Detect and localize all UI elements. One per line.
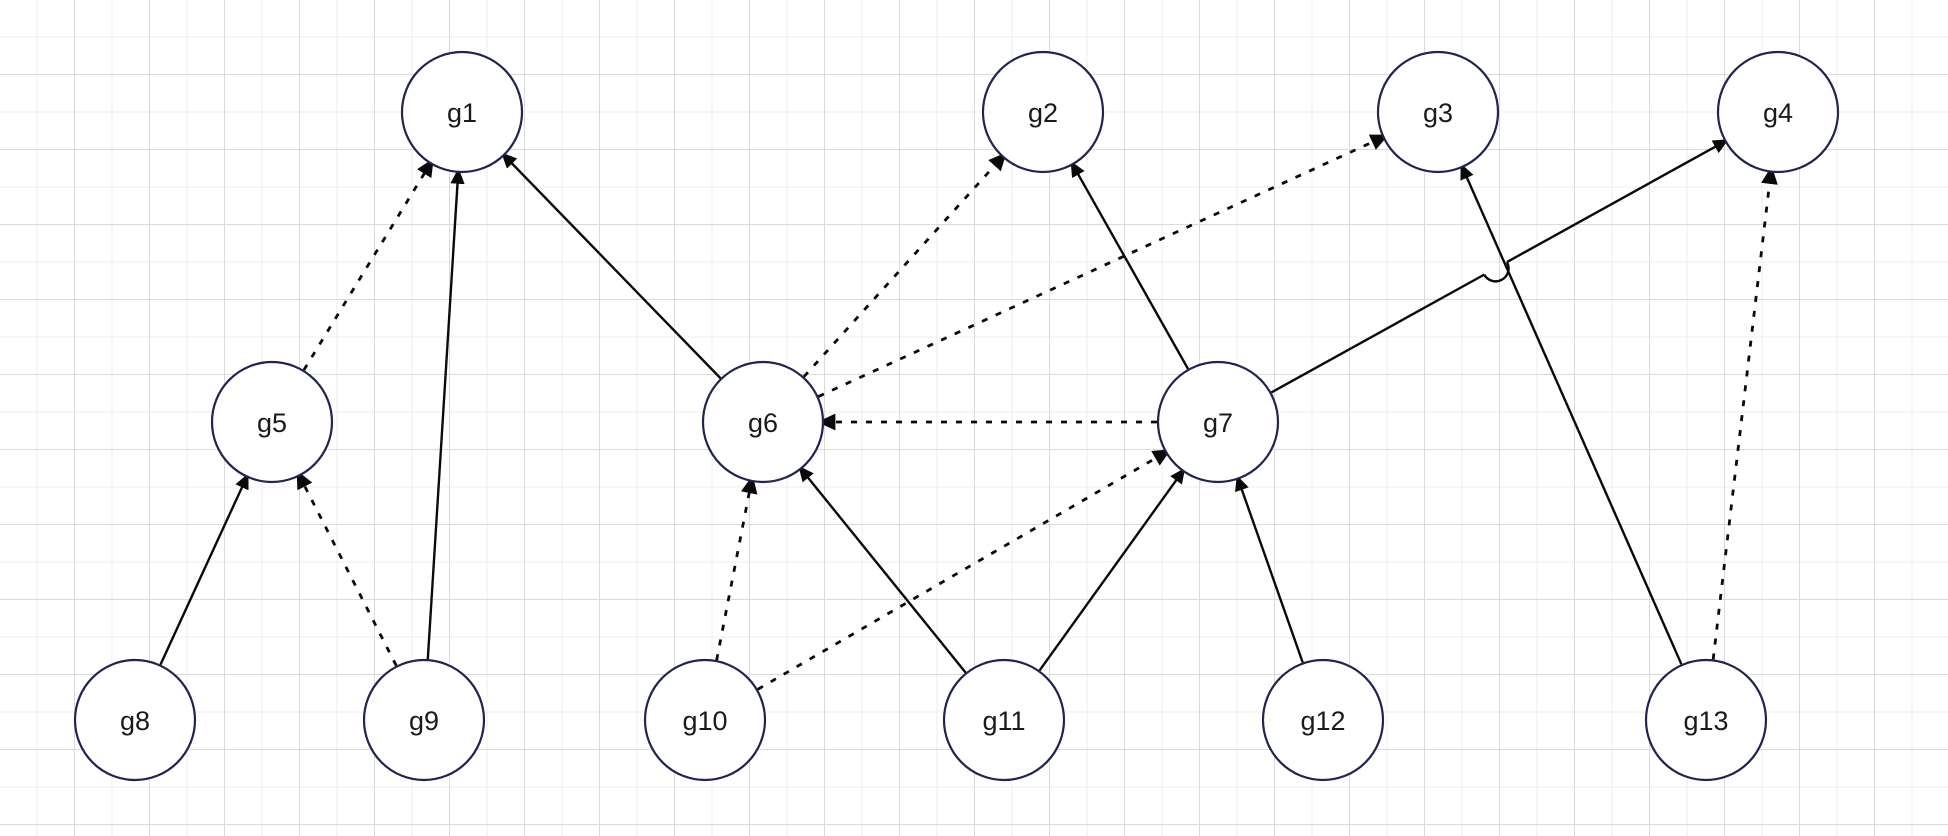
node-circle[interactable] bbox=[643, 658, 767, 782]
edge-g6-to-g3[interactable] bbox=[817, 134, 1389, 398]
edge-segment bbox=[1506, 139, 1729, 264]
node-g1[interactable]: g1 bbox=[400, 50, 524, 174]
node-circle[interactable] bbox=[1376, 50, 1500, 174]
edge-segment bbox=[802, 152, 1007, 378]
edge-segment bbox=[426, 168, 465, 660]
node-circle[interactable] bbox=[942, 658, 1066, 782]
edge-segment bbox=[1070, 161, 1190, 370]
node-g10[interactable]: g10 bbox=[643, 658, 767, 782]
edge-g10-to-g6[interactable] bbox=[715, 475, 758, 661]
node-circle[interactable] bbox=[1261, 658, 1385, 782]
edge-g7-to-g4[interactable] bbox=[1270, 139, 1729, 394]
edge-g11-to-g6[interactable] bbox=[798, 465, 967, 674]
node-circle[interactable] bbox=[362, 658, 486, 782]
node-g3[interactable]: g3 bbox=[1376, 50, 1500, 174]
edge-segment bbox=[1460, 163, 1683, 665]
edge-segment bbox=[302, 158, 434, 371]
node-g9[interactable]: g9 bbox=[362, 658, 486, 782]
edge-g5-to-g1[interactable] bbox=[302, 158, 434, 371]
edge-segment bbox=[1235, 475, 1304, 663]
node-circle[interactable] bbox=[1716, 50, 1840, 174]
node-circle[interactable] bbox=[400, 50, 524, 174]
edge-segment bbox=[798, 465, 967, 674]
node-g5[interactable]: g5 bbox=[210, 360, 334, 484]
edge-segment bbox=[501, 152, 722, 380]
node-circle[interactable] bbox=[73, 658, 197, 782]
edges-layer bbox=[159, 134, 1778, 691]
node-circle[interactable] bbox=[1644, 658, 1768, 782]
edge-segment bbox=[715, 475, 758, 661]
edge-g6-to-g2[interactable] bbox=[802, 152, 1007, 378]
edge-g13-to-g4[interactable] bbox=[1711, 165, 1778, 660]
edge-g11-to-g7[interactable] bbox=[1038, 467, 1186, 672]
nodes-layer: g1 g2 g3 g4 g5 g6 g7 g8 g9 g10 g11 g12 g13 bbox=[73, 50, 1840, 782]
edge-g8-to-g5[interactable] bbox=[159, 473, 249, 666]
edge-g10-to-g7[interactable] bbox=[757, 449, 1172, 691]
edge-g12-to-g7[interactable] bbox=[1235, 475, 1304, 663]
node-g6[interactable]: g6 bbox=[701, 360, 825, 484]
edge-segment bbox=[1270, 273, 1485, 394]
edge-g6-to-g1[interactable] bbox=[501, 152, 722, 380]
node-g12[interactable]: g12 bbox=[1261, 658, 1385, 782]
node-g4[interactable]: g4 bbox=[1716, 50, 1840, 174]
node-g11[interactable]: g11 bbox=[942, 658, 1066, 782]
edge-g13-to-g3[interactable] bbox=[1460, 163, 1683, 665]
node-g7[interactable]: g7 bbox=[1156, 360, 1280, 484]
edge-segment bbox=[1038, 467, 1186, 672]
edge-line-jump bbox=[1483, 261, 1510, 283]
node-g8[interactable]: g8 bbox=[73, 658, 197, 782]
node-circle[interactable] bbox=[701, 360, 825, 484]
node-g2[interactable]: g2 bbox=[981, 50, 1105, 174]
edge-segment bbox=[159, 473, 249, 666]
edge-segment bbox=[1711, 165, 1778, 660]
node-circle[interactable] bbox=[1156, 360, 1280, 484]
edge-segment bbox=[757, 449, 1172, 691]
edge-g7-to-g2[interactable] bbox=[1070, 161, 1190, 370]
node-circle[interactable] bbox=[981, 50, 1105, 174]
node-g13[interactable]: g13 bbox=[1644, 658, 1768, 782]
edge-segment bbox=[817, 134, 1389, 398]
node-circle[interactable] bbox=[210, 360, 334, 484]
edge-g9-to-g1[interactable] bbox=[426, 168, 465, 660]
edge-segment bbox=[296, 470, 398, 667]
edge-g9-to-g5[interactable] bbox=[296, 470, 398, 667]
